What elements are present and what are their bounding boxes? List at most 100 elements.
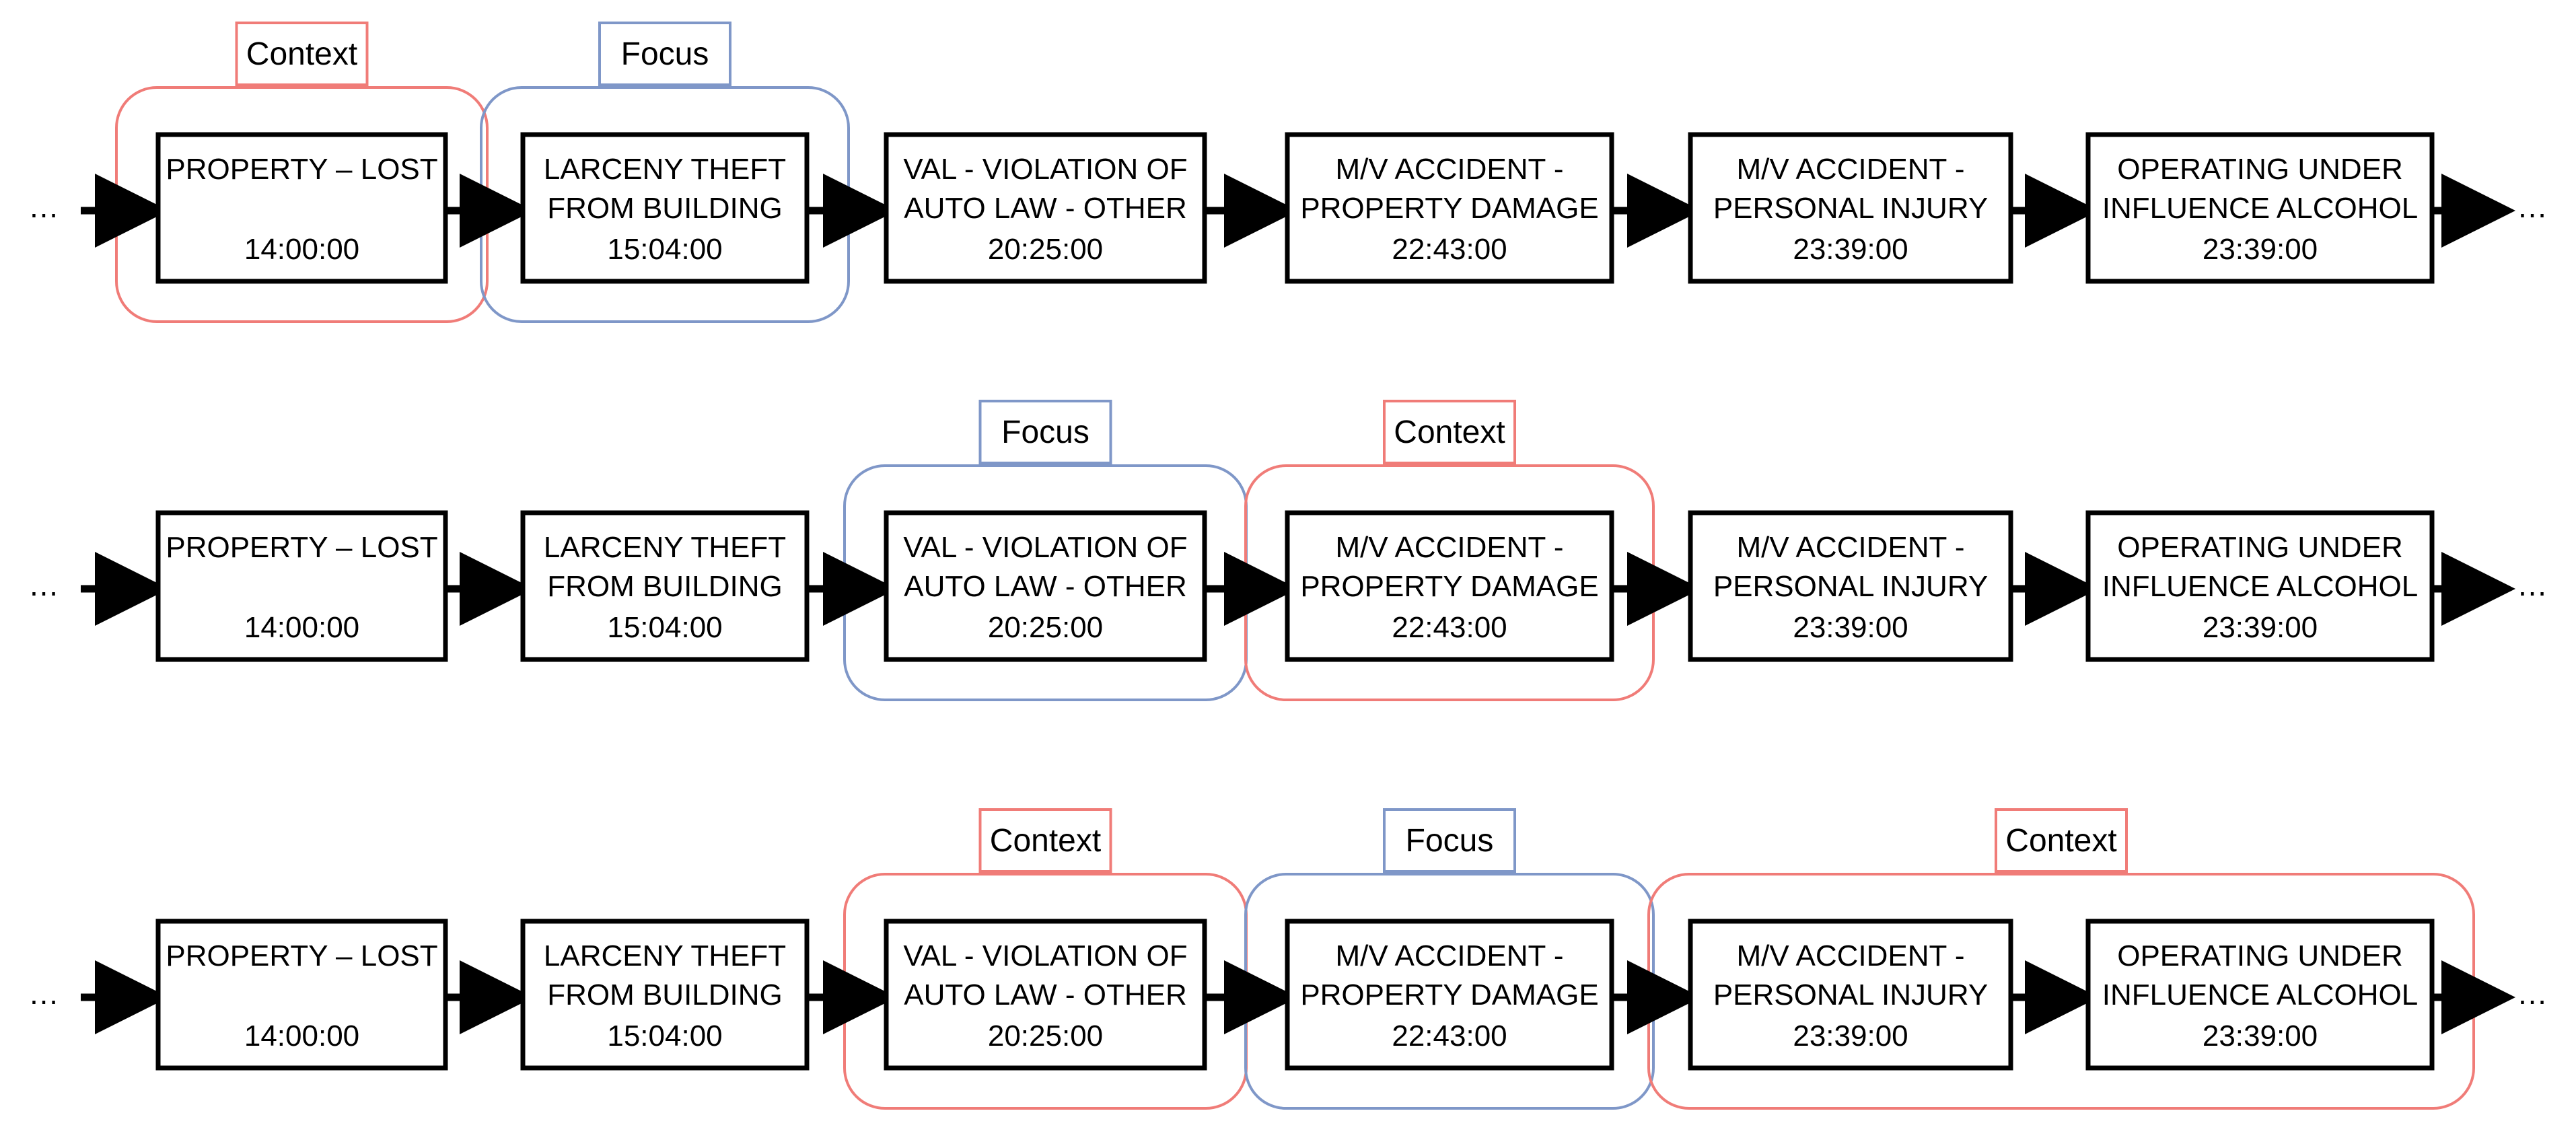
context-tag-label: Context bbox=[246, 36, 357, 72]
event-label-line1: M/V ACCIDENT - bbox=[1335, 939, 1563, 972]
context-tag-box bbox=[978, 808, 1112, 873]
event-label-line1: M/V ACCIDENT - bbox=[1736, 153, 1964, 186]
context-tag-label: Context bbox=[1394, 415, 1505, 450]
event-time: 23:39:00 bbox=[1793, 611, 1908, 644]
event-label-line1: LARCENY THEFT bbox=[544, 531, 786, 564]
event-label-line1: M/V ACCIDENT - bbox=[1736, 531, 1964, 564]
event-time: 14:00:00 bbox=[244, 611, 359, 644]
focus-group: Focus bbox=[480, 22, 850, 323]
event-label-line2: FROM BUILDING bbox=[547, 978, 783, 1011]
event-label-line2: PROPERTY DAMAGE bbox=[1300, 192, 1598, 225]
event-time: 23:39:00 bbox=[2203, 1020, 2318, 1052]
focus-tag-box bbox=[1383, 808, 1516, 873]
event-label-line1: VAL - VIOLATION OF bbox=[903, 939, 1187, 972]
event-label-line2: INFLUENCE ALCOHOL bbox=[2102, 978, 2418, 1011]
context-tag-label: Context bbox=[2005, 823, 2116, 859]
event-label-line1: PROPERTY – LOST bbox=[166, 153, 437, 186]
event-box-frame bbox=[1285, 510, 1614, 662]
event-time: 23:39:00 bbox=[1793, 1020, 1908, 1052]
event-label-line1: PROPERTY – LOST bbox=[166, 531, 437, 564]
event-box: PROPERTY – LOST 14:00:00 bbox=[155, 510, 448, 662]
event-box-frame bbox=[155, 919, 448, 1071]
event-label-line2: PERSONAL INJURY bbox=[1713, 978, 1988, 1011]
event-label-line1: OPERATING UNDER bbox=[2117, 531, 2403, 564]
event-label-line2: FROM BUILDING bbox=[547, 570, 783, 603]
ellipsis-start: … bbox=[28, 976, 59, 1011]
event-box-frame bbox=[2085, 132, 2435, 284]
event-time: 20:25:00 bbox=[988, 611, 1103, 644]
ellipsis-end: … bbox=[2517, 189, 2548, 224]
event-label-line1: VAL - VIOLATION OF bbox=[903, 153, 1187, 186]
event-box-frame bbox=[155, 132, 448, 284]
event-time: 22:43:00 bbox=[1392, 1020, 1507, 1052]
event-label-line2: AUTO LAW - OTHER bbox=[904, 978, 1186, 1011]
event-box: LARCENY THEFT FROM BUILDING 15:04:00 bbox=[520, 510, 810, 662]
context-group: Context bbox=[843, 808, 1248, 1110]
ellipsis-end: … bbox=[2517, 976, 2548, 1011]
context-tag-box bbox=[1995, 808, 2128, 873]
focus-tag-box bbox=[598, 22, 731, 86]
event-label-line2: INFLUENCE ALCOHOL bbox=[2102, 570, 2418, 603]
event-box: VAL - VIOLATION OF AUTO LAW - OTHER 20:25:… bbox=[884, 919, 1207, 1071]
context-group: Context bbox=[115, 22, 489, 323]
context-tag-box bbox=[1383, 400, 1516, 464]
event-label-line2: AUTO LAW - OTHER bbox=[904, 192, 1186, 225]
event-label-line1: LARCENY THEFT bbox=[544, 153, 786, 186]
event-box-frame bbox=[2085, 919, 2435, 1071]
event-box-frame bbox=[520, 510, 810, 662]
event-box-frame bbox=[520, 132, 810, 284]
event-time: 23:39:00 bbox=[2203, 233, 2318, 266]
event-box-frame bbox=[884, 510, 1207, 662]
ellipsis-start: … bbox=[28, 567, 59, 602]
event-box-frame bbox=[1285, 919, 1614, 1071]
event-time: 22:43:00 bbox=[1392, 233, 1507, 266]
event-box-frame bbox=[884, 919, 1207, 1071]
event-label-line1: M/V ACCIDENT - bbox=[1335, 153, 1563, 186]
event-box-frame bbox=[520, 919, 810, 1071]
event-box: M/V ACCIDENT - PERSONAL INJURY 23:39:00 bbox=[1688, 132, 2013, 284]
event-box: M/V ACCIDENT - PROPERTY DAMAGE 22:43:00 bbox=[1285, 132, 1614, 284]
event-box-frame bbox=[2085, 510, 2435, 662]
event-box: M/V ACCIDENT - PERSONAL INJURY 23:39:00 bbox=[1688, 919, 2013, 1071]
focus-tag-label: Focus bbox=[1001, 415, 1089, 450]
event-box-frame bbox=[155, 510, 448, 662]
focus-tag-box bbox=[978, 400, 1112, 464]
event-label-line1: OPERATING UNDER bbox=[2117, 153, 2403, 186]
event-label-line1: LARCENY THEFT bbox=[544, 939, 786, 972]
event-label-line1: M/V ACCIDENT - bbox=[1736, 939, 1964, 972]
sequence-row-3: Context Focus Context … … PROPERTY – LOST14:0… bbox=[28, 808, 2548, 1110]
event-time: 20:25:00 bbox=[988, 1020, 1103, 1052]
event-time: 14:00:00 bbox=[244, 1020, 359, 1052]
event-box: M/V ACCIDENT - PROPERTY DAMAGE 22:43:00 bbox=[1285, 919, 1614, 1071]
event-label-line2: PERSONAL INJURY bbox=[1713, 192, 1988, 225]
event-box-frame bbox=[1688, 132, 2013, 284]
event-label-line2: PROPERTY DAMAGE bbox=[1300, 978, 1598, 1011]
event-time: 23:39:00 bbox=[1793, 233, 1908, 266]
event-box-frame bbox=[884, 132, 1207, 284]
event-time: 14:00:00 bbox=[244, 233, 359, 266]
event-label-line2: PERSONAL INJURY bbox=[1713, 570, 1988, 603]
event-time: 15:04:00 bbox=[607, 233, 722, 266]
context-tag-label: Context bbox=[990, 823, 1101, 859]
event-box: PROPERTY – LOST 14:00:00 bbox=[155, 132, 448, 284]
event-box-frame bbox=[1285, 132, 1614, 284]
focus-tag-label: Focus bbox=[621, 36, 709, 72]
focus-tag-label: Focus bbox=[1406, 823, 1494, 859]
event-box: LARCENY THEFT FROM BUILDING 15:04:00 bbox=[520, 132, 810, 284]
event-label-line2: FROM BUILDING bbox=[547, 192, 783, 225]
event-label-line1: M/V ACCIDENT - bbox=[1335, 531, 1563, 564]
event-label-line2: PROPERTY DAMAGE bbox=[1300, 570, 1598, 603]
context-tag-box bbox=[235, 22, 369, 86]
event-time: 15:04:00 bbox=[607, 611, 722, 644]
event-time: 15:04:00 bbox=[607, 1020, 722, 1052]
